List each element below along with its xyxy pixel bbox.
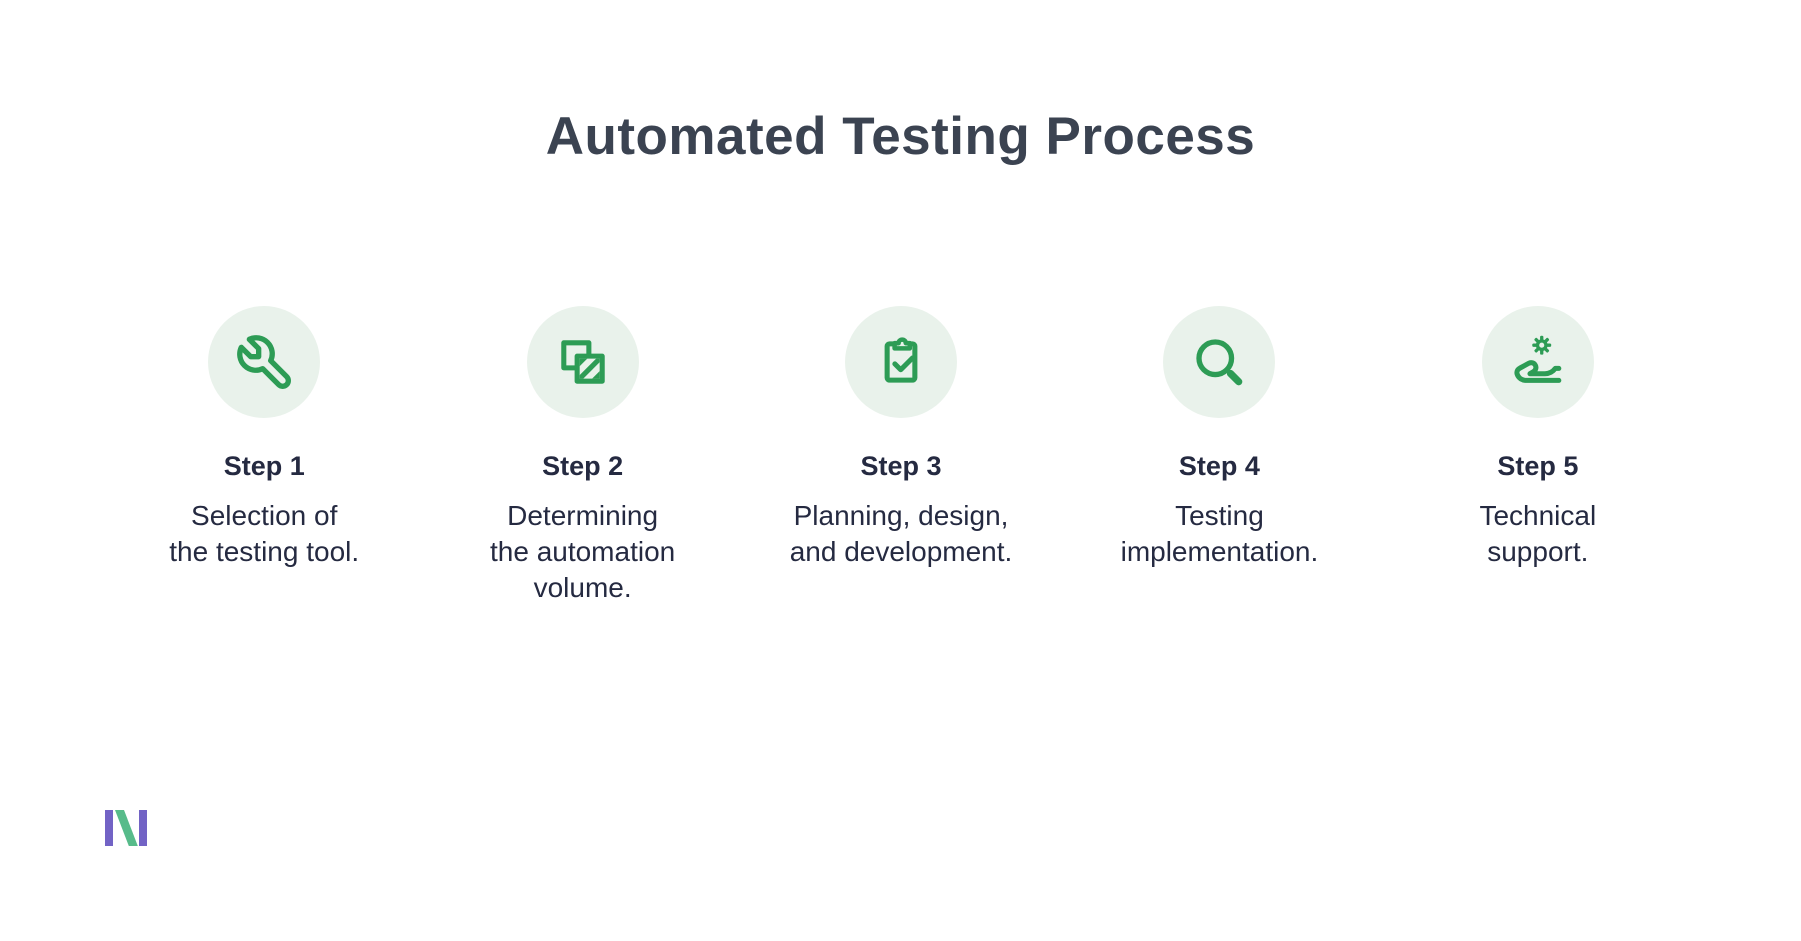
step-2-description: Determining the automation volume. (489, 500, 676, 604)
step-3-label: Step 3 (860, 451, 942, 481)
magnifier-icon (1196, 339, 1243, 386)
step-card-2: Step 2 Determining the automation volume… (423, 306, 741, 606)
step-card-5: Step 5 Technical support. (1379, 306, 1697, 606)
step-3-description: Planning, design, and development. (789, 500, 1013, 568)
wrench-icon (237, 335, 292, 389)
step-2-label: Step 2 (542, 451, 624, 481)
step-3-icon-circle (845, 306, 958, 418)
step-5-description: Technical support. (1479, 500, 1597, 568)
step-5-icon-circle (1481, 306, 1594, 418)
step-1-label: Step 1 (223, 451, 305, 481)
hand-gear-icon (1514, 335, 1562, 383)
step-card-1: Step 1 Selection of the testing tool. (105, 306, 423, 606)
logo-left-bar (105, 810, 113, 846)
step-4-description: Testing implementation. (1120, 500, 1319, 568)
process-steps-row: Step 1 Selection of the testing tool. St… (105, 306, 1697, 606)
step-card-4: Step 4 Testing implementation. (1060, 306, 1378, 606)
step-1-icon-circle (208, 306, 321, 418)
step-2-icon-circle (526, 306, 639, 418)
brand-logo (105, 810, 147, 846)
overlapping-squares-icon (560, 340, 605, 384)
step-4-label: Step 4 (1178, 451, 1260, 481)
step-4-icon-circle (1163, 306, 1276, 418)
step-5-label: Step 5 (1497, 451, 1579, 481)
step-1-description: Selection of the testing tool. (169, 500, 360, 568)
logo-right-bar (139, 810, 147, 846)
step-card-3: Step 3 Planning, design, and development… (742, 306, 1060, 606)
clipboard-check-icon (884, 337, 918, 383)
logo-diagonal-stroke (115, 810, 138, 846)
page-title: Automated Testing Process (545, 107, 1256, 166)
